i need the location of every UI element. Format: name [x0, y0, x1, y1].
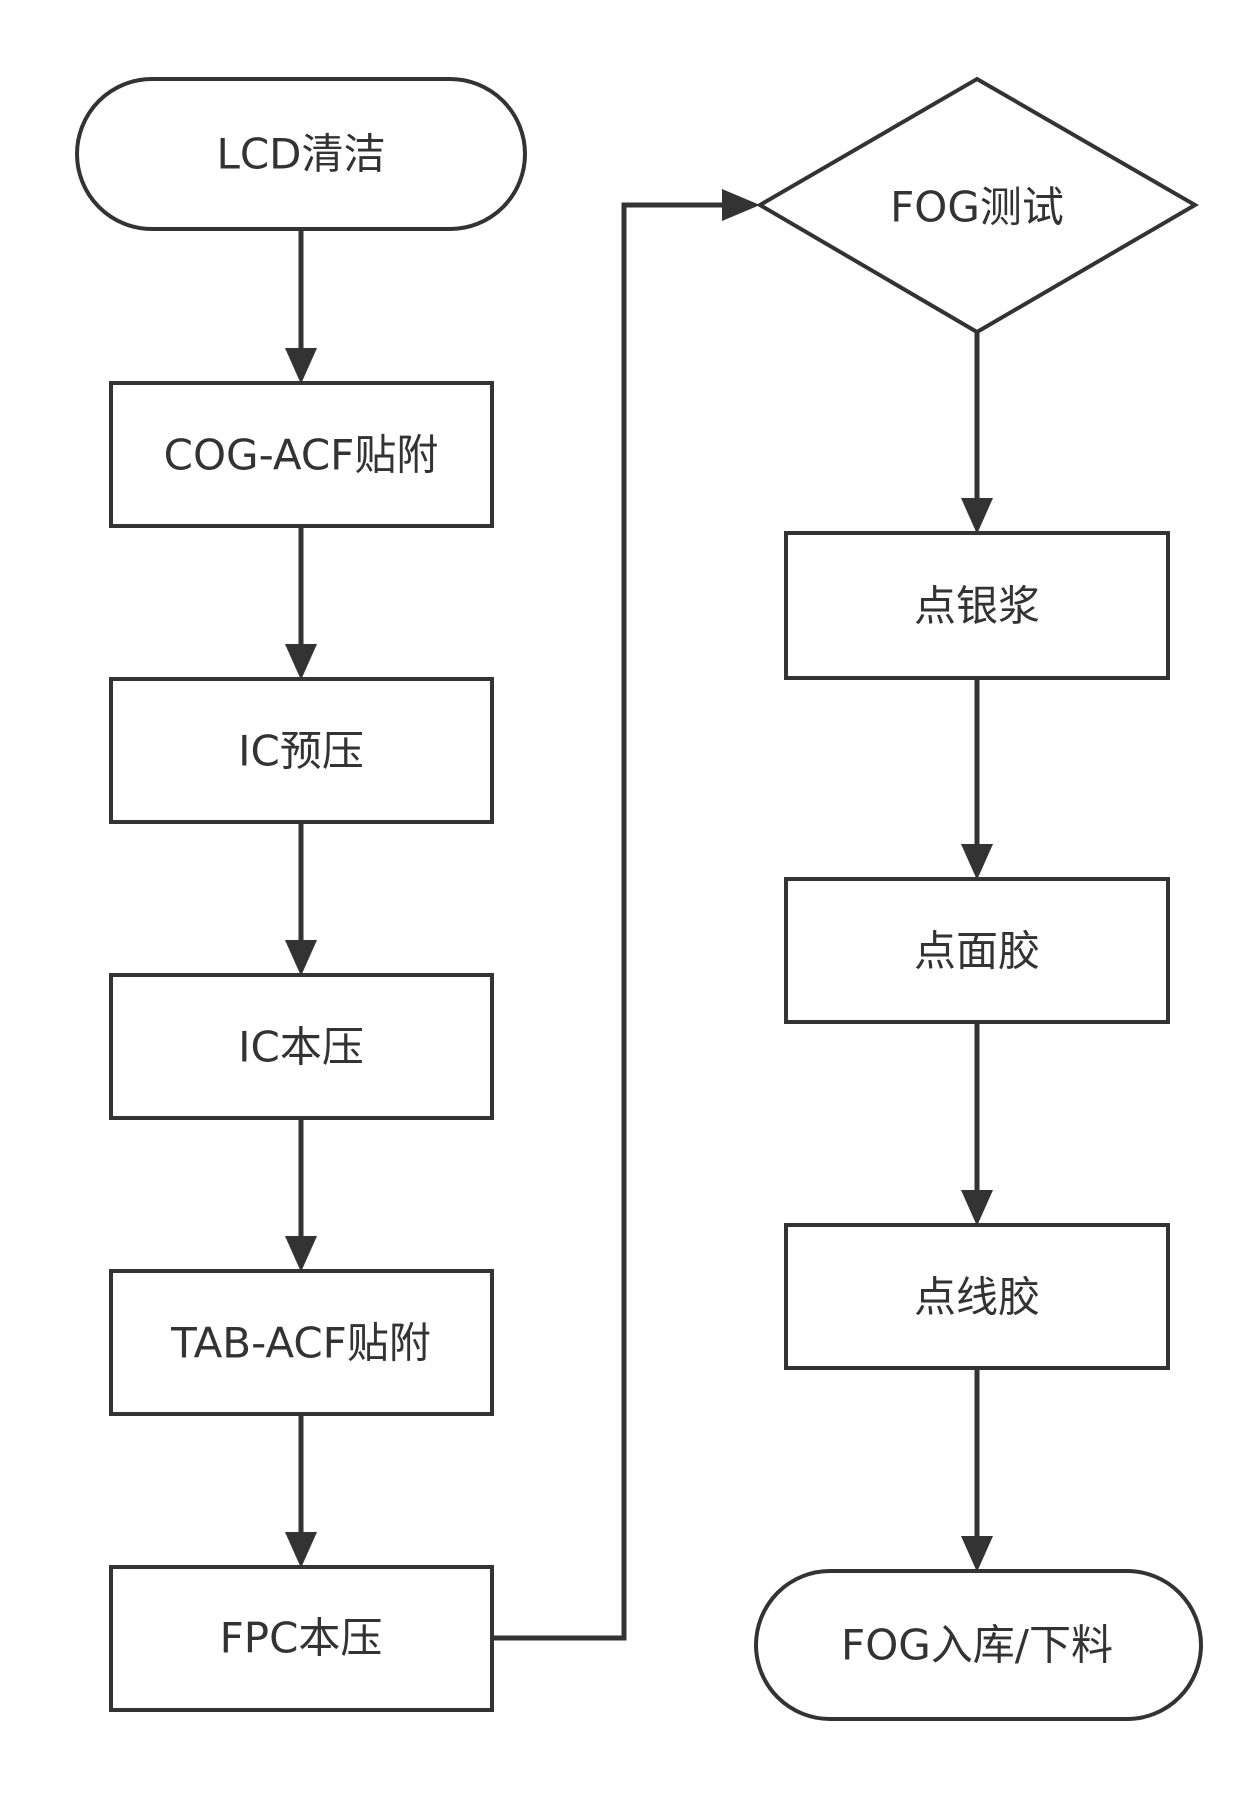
edge-face-glue-to-line-glue: [961, 1024, 993, 1226]
end-terminal-fog-storage[interactable]: FOG入库/下料: [754, 1569, 1203, 1721]
node-label-ic-pre-press: IC预压: [238, 727, 364, 776]
node-label-lcd-clean: LCD清洁: [216, 130, 385, 179]
node-label-fog-test: FOG测试: [890, 183, 1064, 232]
node-label-fpc-main-press: FPC本压: [220, 1614, 383, 1663]
process-box-ic-main-press[interactable]: IC本压: [109, 973, 494, 1120]
node-label-ic-main-press: IC本压: [238, 1023, 364, 1072]
process-box-cog-acf[interactable]: COG-ACF贴附: [109, 381, 494, 528]
edge-silver-paste-to-face-glue: [961, 679, 993, 880]
edge-ic-main-press-to-tab-acf: [285, 1119, 317, 1272]
process-box-silver-paste[interactable]: 点银浆: [784, 531, 1170, 680]
node-label-silver-paste: 点银浆: [914, 582, 1040, 631]
process-box-line-glue[interactable]: 点线胶: [784, 1223, 1170, 1370]
node-label-fog-storage: FOG入库/下料: [841, 1621, 1113, 1670]
process-box-tab-acf[interactable]: TAB-ACF贴附: [109, 1269, 494, 1416]
edge-lcd-clean-to-cog-acf: [285, 231, 317, 384]
node-label-cog-acf: COG-ACF贴附: [164, 431, 439, 480]
edges: [285, 189, 993, 1641]
decision-diamond-fog-test[interactable]: FOG测试: [756, 76, 1199, 335]
node-label-line-glue: 点线胶: [914, 1273, 1040, 1322]
node-label-face-glue: 点面胶: [914, 927, 1040, 976]
start-terminal-lcd-clean[interactable]: LCD清洁: [75, 77, 527, 231]
process-box-fpc-main-press[interactable]: FPC本压: [109, 1565, 494, 1712]
edge-fpc-main-press-to-fog-test: [493, 189, 760, 1641]
edge-fog-test-to-silver-paste: [961, 332, 993, 534]
edge-cog-acf-to-ic-pre-press: [285, 527, 317, 680]
process-box-ic-pre-press[interactable]: IC预压: [109, 677, 494, 824]
edge-ic-pre-press-to-ic-main-press: [285, 823, 317, 976]
edge-tab-acf-to-fpc-main-press: [285, 1415, 317, 1568]
edge-line-glue-to-fog-storage: [961, 1370, 993, 1572]
process-box-face-glue[interactable]: 点面胶: [784, 877, 1170, 1024]
nodes: LCD清洁 COG-ACF贴附 IC预压 IC本压 TAB-ACF贴附 FPC本: [75, 76, 1203, 1721]
node-label-tab-acf: TAB-ACF贴附: [170, 1319, 431, 1368]
